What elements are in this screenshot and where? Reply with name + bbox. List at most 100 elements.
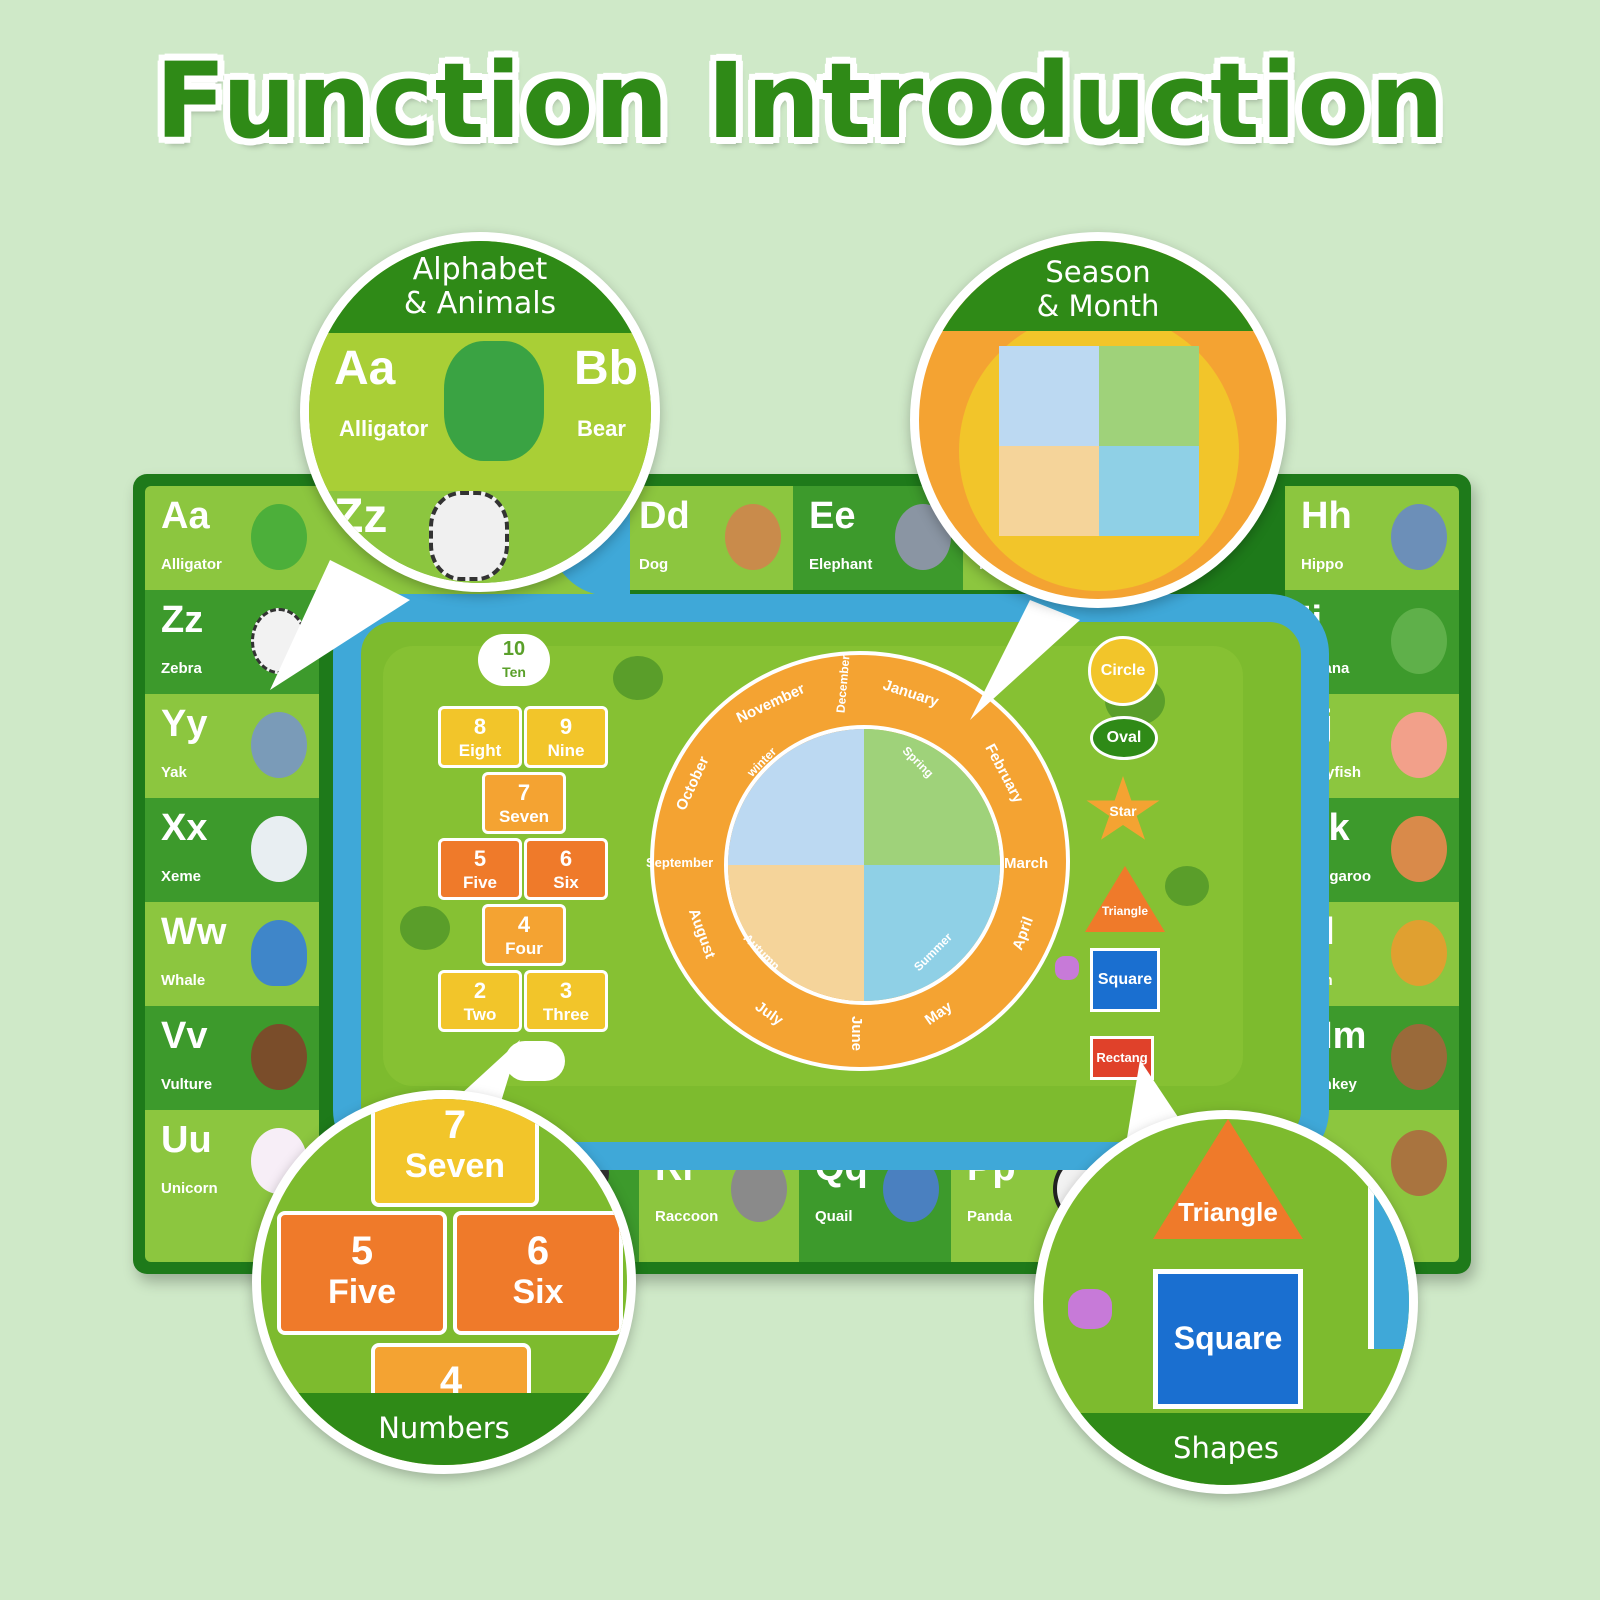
winter-scene [728, 729, 864, 865]
hop-word: Ten [502, 664, 526, 680]
butterfly-icon [1068, 1289, 1112, 1329]
rectangle-shape: Rectang [1090, 1036, 1154, 1080]
letter-cell: Yy Yak [145, 694, 319, 798]
yak-icon [251, 712, 307, 778]
hop-number: 5 [350, 1229, 374, 1273]
square-shape: Square [1090, 948, 1160, 1012]
cell-word: Raccoon [655, 1208, 719, 1225]
season-wheel-center [724, 725, 1004, 1005]
spring-scene [1099, 346, 1199, 446]
hippo-icon [1391, 504, 1447, 570]
tree-icon [1165, 866, 1209, 906]
hop-word: Five [462, 873, 498, 892]
cell-letter: Hh [1301, 495, 1352, 537]
letter-cell: Ww Whale [145, 902, 319, 1006]
season-bubble: Season & Month [910, 232, 1286, 608]
cell-letter: Uu [161, 1119, 212, 1161]
cell-letter: Ee [809, 495, 856, 537]
gull-icon [251, 816, 307, 882]
winter-scene [999, 346, 1099, 446]
triangle-label: Triangle [1178, 1197, 1278, 1227]
cell-word: Hippo [1301, 556, 1344, 573]
hop-number: 8 [473, 714, 487, 739]
cell-word: Quail [815, 1208, 853, 1225]
letter-cell: Dd Dog [623, 486, 793, 590]
cell-letter: Aa [161, 495, 210, 537]
cell-word: Whale [161, 972, 206, 989]
shapes-bubble: Triangle Square Shapes [1034, 1110, 1418, 1494]
cell-word: Yak [161, 764, 187, 781]
alphabet-band: Alphabet & Animals [309, 241, 651, 333]
zoom-word: Alligator [339, 416, 429, 441]
bubble-title-line: Alphabet [412, 252, 548, 287]
alligator-icon [251, 504, 307, 570]
zoom-letter: Zz [334, 490, 388, 543]
hop-number: 5 [473, 846, 487, 871]
hop-word: Two [463, 1005, 497, 1024]
hop-number: 9 [559, 714, 573, 739]
hop-word: Seven [498, 807, 550, 826]
hop-number: 4 [439, 1359, 463, 1403]
vulture-icon [251, 1024, 307, 1090]
alphabet-pointer [270, 560, 410, 690]
zoom-letter: Aa [334, 342, 396, 395]
cell-word: Panda [967, 1208, 1013, 1225]
hop-number: 4 [517, 912, 531, 937]
zoom-hop-six: 6 Six [453, 1211, 623, 1335]
cell-word: Zebra [161, 660, 202, 677]
hop-number: 2 [473, 978, 487, 1003]
summer-scene [1099, 446, 1199, 536]
cell-word: Elephant [809, 556, 873, 573]
hop-word: Six [512, 1273, 564, 1311]
cell-word: Vulture [161, 1076, 213, 1093]
season-wheel: January February March April May June Ju… [646, 651, 1070, 1071]
butterfly-icon [1055, 956, 1079, 980]
month-label: March [1004, 855, 1049, 872]
hop-ten-cloud: 10 Ten [478, 634, 550, 686]
hop-word: Five [327, 1273, 397, 1311]
hop-word: Seven [404, 1147, 506, 1185]
hop-number: 7 [443, 1103, 467, 1147]
iguana-icon [1391, 608, 1447, 674]
hop-word: Nine [547, 741, 585, 760]
hop-word: Three [542, 1005, 590, 1024]
cell-word: Xeme [161, 868, 202, 885]
hop-number: 6 [559, 846, 573, 871]
bubble-title-line: & Month [1036, 289, 1160, 323]
season-band: Season & Month [919, 241, 1277, 331]
cell-letter: Xx [161, 807, 208, 849]
hop-word: Eight [458, 741, 502, 760]
river [1368, 1119, 1409, 1349]
letter-cell: Hh Hippo [1285, 486, 1459, 590]
monkey-icon [1391, 1024, 1447, 1090]
numbers-band: Numbers [261, 1393, 627, 1465]
month-label: September [646, 855, 714, 870]
tree-icon [613, 656, 663, 700]
lion-icon [1391, 920, 1447, 986]
hop-word: Four [505, 939, 543, 958]
circle-shape: Circle [1088, 636, 1158, 706]
tree-icon [400, 906, 450, 950]
square-shape: Square [1153, 1269, 1303, 1409]
bubble-title-line: & Animals [403, 286, 557, 321]
hop-number: 7 [517, 780, 531, 805]
shapes-band: Shapes [1043, 1413, 1409, 1485]
zebra-icon [429, 491, 509, 581]
cell-letter: Yy [161, 703, 208, 745]
cell-letter: Zz [161, 599, 204, 641]
hop-word: Six [553, 873, 579, 892]
cell-word: Alligator [161, 556, 222, 573]
numbers-bubble: 7 Seven 5 Five 6 Six 4 Numbers [252, 1090, 636, 1474]
hop-number: 3 [559, 978, 573, 1003]
letter-cell: Aa Alligator [145, 486, 319, 590]
season-pointer [970, 600, 1080, 720]
alphabet-bubble: Alphabet & Animals Aa Alligator Bb Bear … [300, 232, 660, 592]
page-title: Function Introduction [155, 40, 1445, 162]
cell-word: Unicorn [161, 1180, 218, 1197]
